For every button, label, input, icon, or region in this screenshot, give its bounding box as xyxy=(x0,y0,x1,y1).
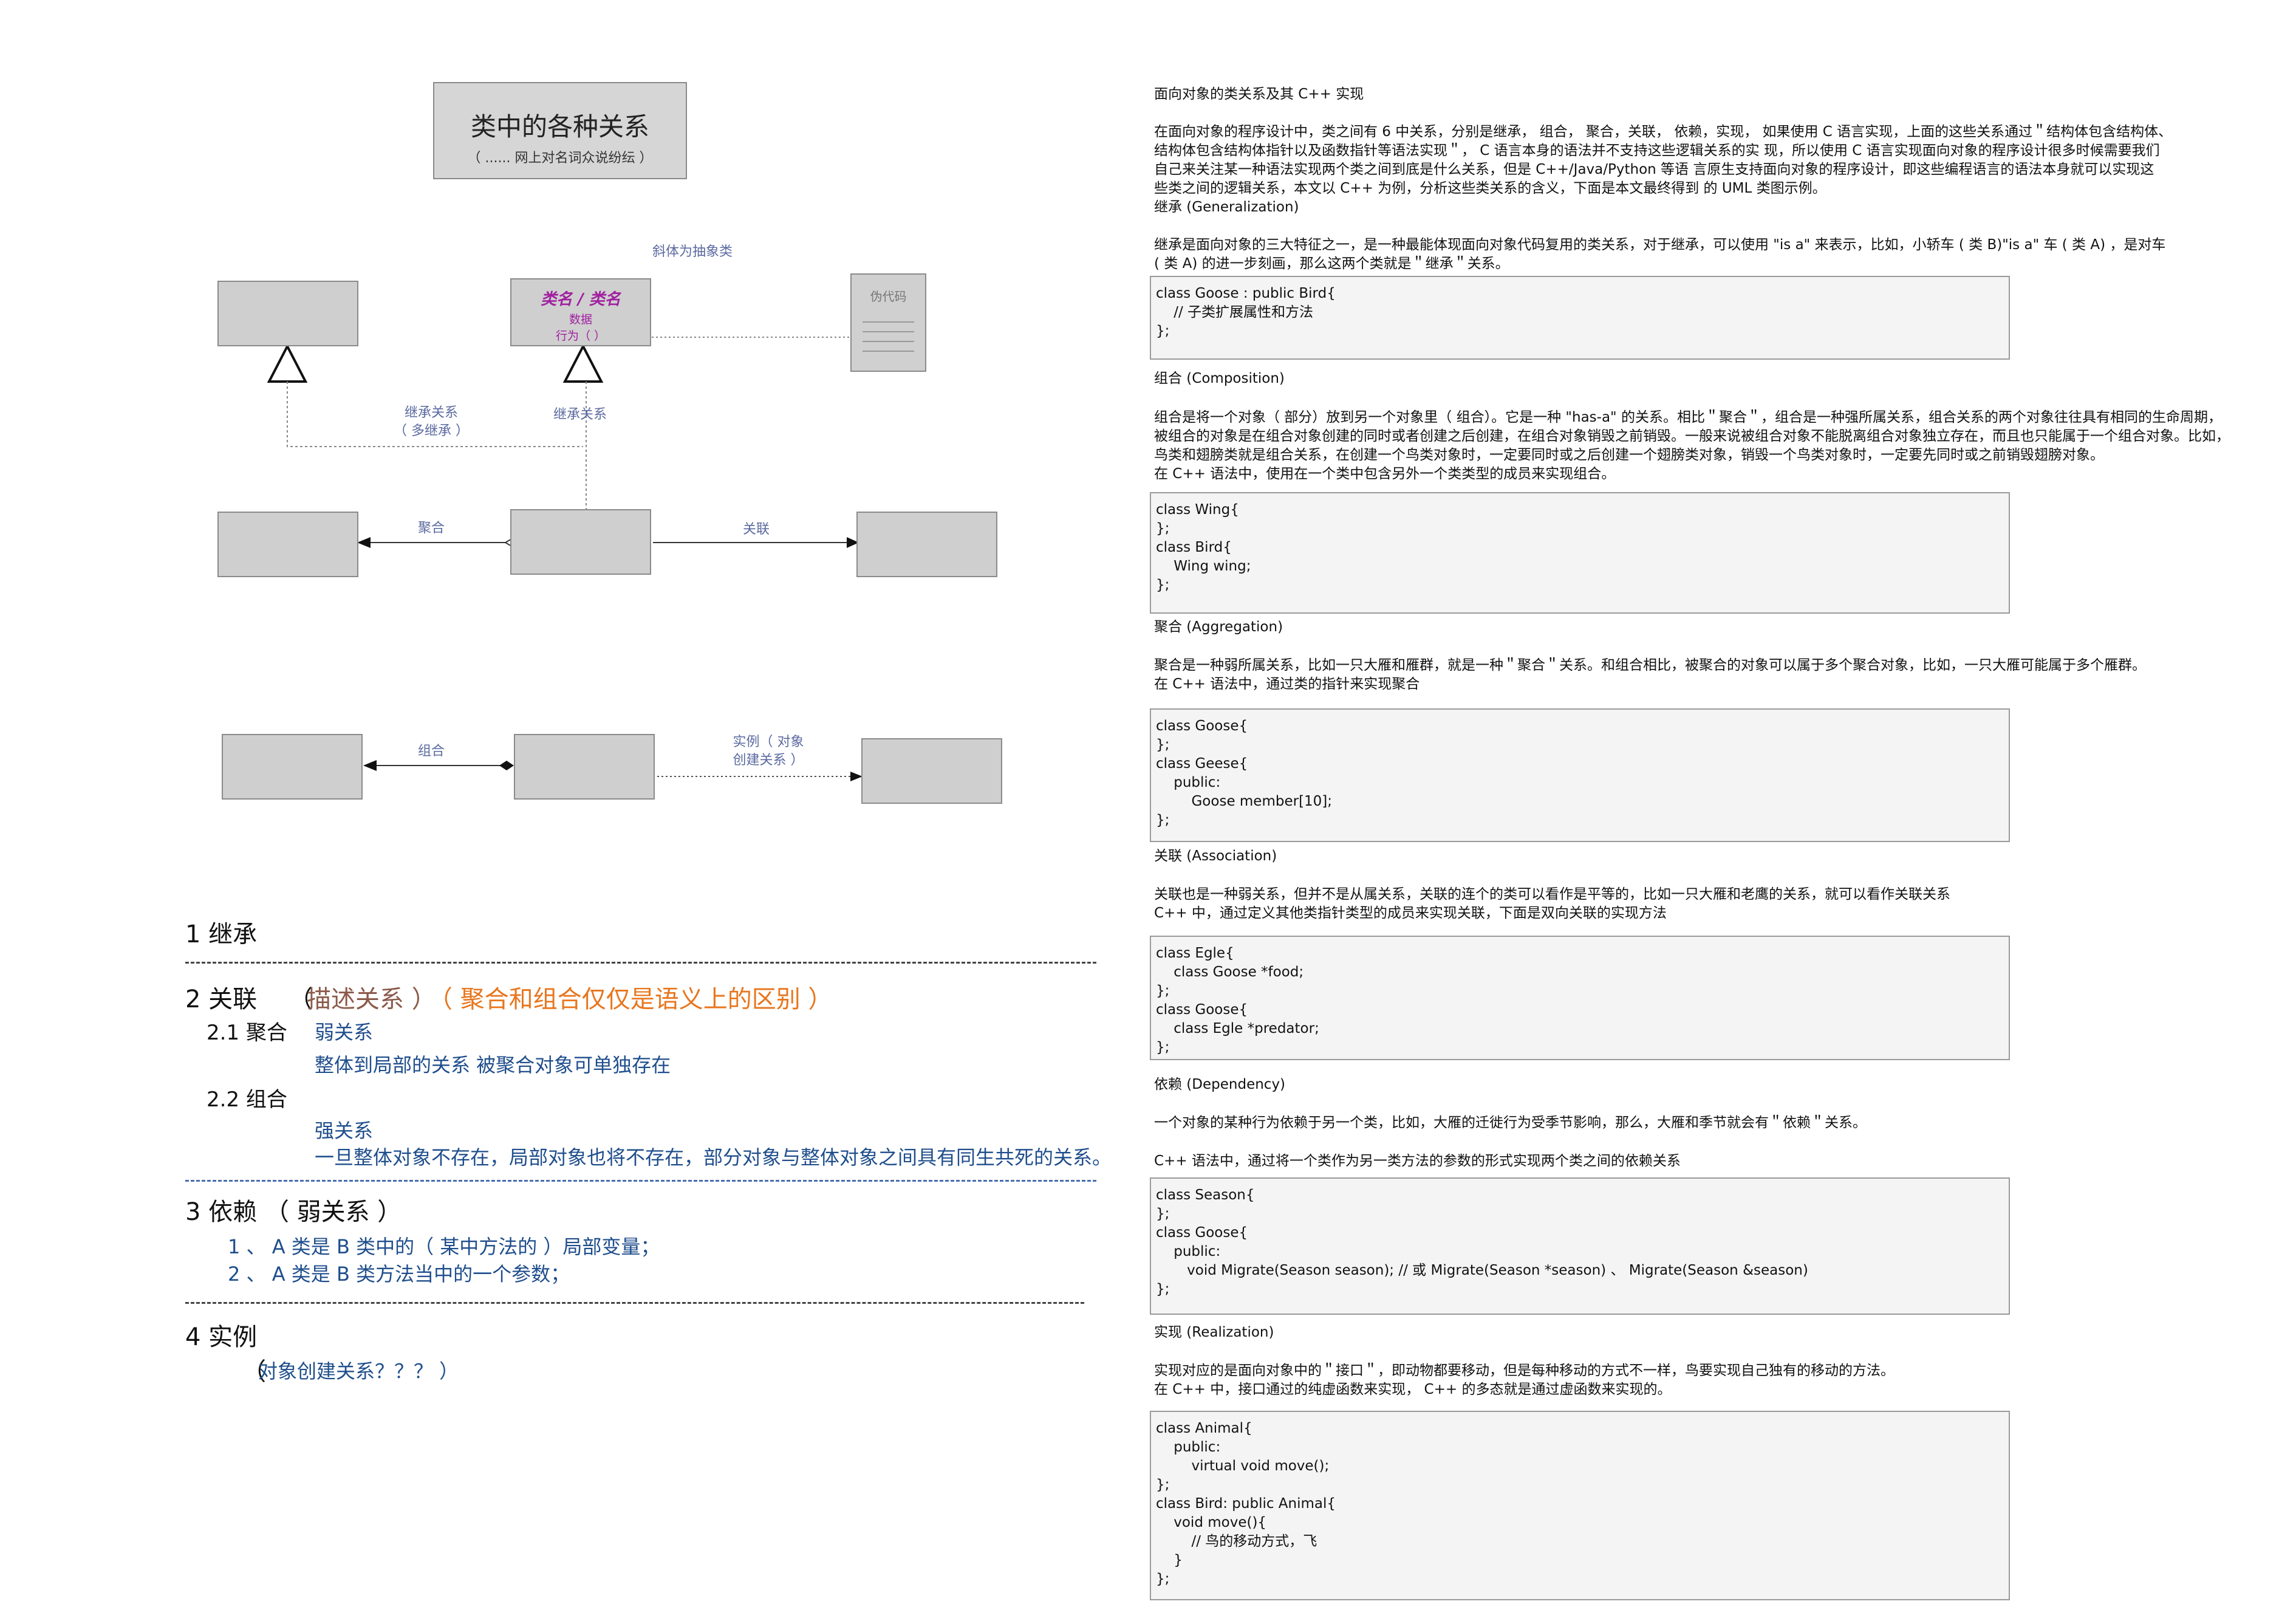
class-box-parent-left xyxy=(217,281,358,346)
association-code: class Egle{ class Goose *food; }; class … xyxy=(1150,936,2010,1060)
summary-instance: 4 实例 xyxy=(185,1323,258,1351)
diagram-title-box: 类中的各种关系 （ ...... 网上对名词众说纷纭 ） xyxy=(433,82,687,179)
label-instance: 实例（ 对象 创建关系 ） xyxy=(733,735,804,768)
label-composition: 组合 xyxy=(417,744,445,759)
class-box-center xyxy=(510,509,651,575)
inherit-code: class Goose : public Bird{ // 子类扩展属性和方法 … xyxy=(1150,276,2010,360)
aggregation-desc: 整体到局部的关系 被聚合对象可单独存在 xyxy=(315,1054,671,1077)
class-box-composite-part xyxy=(222,734,363,800)
class-box-aggregate-part xyxy=(217,512,358,577)
inherit-triangle-left xyxy=(267,343,308,383)
summary-association-note: （ 聚合和组合仅仅是语义上的区别 ） xyxy=(428,985,833,1013)
divider-3 xyxy=(185,1302,1084,1304)
diagram-subtitle: （ ...... 网上对名词众说纷纭 ） xyxy=(467,151,653,166)
article-intro: 在面向对象的程序设计中，类之间有 6 中关系，分别是继承， 组合， 聚合，关联，… xyxy=(1154,124,2173,215)
instance-arrowhead xyxy=(850,772,863,781)
pseudocode-note: 伪代码 xyxy=(850,273,926,372)
inherit-triangle-right xyxy=(562,343,604,383)
aggregation-code: class Goose{ }; class Geese{ public: Goo… xyxy=(1150,708,2010,842)
aggregation-arrowhead xyxy=(357,537,371,548)
association-arrowhead xyxy=(847,537,859,548)
composition-desc: 一旦整体对象不存在，局部对象也将不存在，部分对象与整体对象之间具有同生共死的关系… xyxy=(315,1146,1112,1169)
abstract-class-behavior: 行为（ ） xyxy=(555,329,606,343)
pseudocode-label: 伪代码 xyxy=(870,289,907,304)
dependency-text-1: 一个对象的某种行为依赖于另一个类，比如，大雁的迁徙行为受季节影响，那么，大雁和季… xyxy=(1154,1115,1867,1131)
composition-heading: 组合 (Composition) xyxy=(1154,371,1285,386)
abstract-class-box: 类名 / 类名 数据 行为（ ） xyxy=(510,278,651,346)
label-inherit: 继承关系 xyxy=(553,407,607,422)
aggregation-weak: 弱关系 xyxy=(315,1021,374,1044)
multi-inherit-line xyxy=(287,382,583,447)
class-box-instance xyxy=(861,738,1002,804)
class-box-associated xyxy=(856,512,997,577)
composition-diamond xyxy=(499,761,514,770)
summary-association-desc: 描述关系 ） xyxy=(307,985,436,1013)
dependency-heading: 依赖 (Dependency) xyxy=(1154,1077,1286,1092)
divider-2 xyxy=(185,1180,1096,1182)
summary-association-open: （ xyxy=(289,985,313,1013)
composition-text: 组合是将一个对象（ 部分）放到另一个对象里（ 组合）。它是一种 "has-a" … xyxy=(1154,409,2230,482)
diagram-title: 类中的各种关系 xyxy=(470,112,649,142)
summary-aggregation: 2.1 聚合 xyxy=(207,1021,287,1045)
realization-text: 实现对应的是面向对象中的＂接口＂，即动物都要移动，但是每种移动的方式不一样，鸟要… xyxy=(1154,1363,1895,1397)
summary-instance-open: （ xyxy=(242,1358,266,1386)
realization-heading: 实现 (Realization) xyxy=(1154,1324,1274,1340)
abstract-class-data: 数据 xyxy=(569,313,592,326)
divider-1 xyxy=(185,962,1096,964)
label-multi-inherit: 继承关系 （ 多继承 ） xyxy=(394,405,469,439)
composition-strong: 强关系 xyxy=(315,1119,374,1142)
aggregation-text: 聚合是一种弱所属关系，比如一只大雁和雁群，就是一种＂聚合＂关系。和组合相比，被聚… xyxy=(1154,657,2146,692)
summary-inherit: 1 继承 xyxy=(185,920,258,948)
realization-code: class Animal{ public: virtual void move(… xyxy=(1150,1411,2010,1600)
abstract-class-name: 类名 / 类名 xyxy=(541,290,621,309)
association-heading: 关联 (Association) xyxy=(1154,848,1277,864)
abstract-note: 斜体为抽象类 xyxy=(652,244,733,259)
aggregation-heading: 聚合 (Aggregation) xyxy=(1154,619,1283,635)
composition-code: class Wing{ }; class Bird{ Wing wing; }; xyxy=(1150,492,2010,614)
dependency-case-1: 1 、 A 类是 B 类中的（ 某中方法的 ）局部变量； xyxy=(228,1235,660,1258)
article-heading: 面向对象的类关系及其 C++ 实现 xyxy=(1154,86,1364,102)
class-box-composite-whole xyxy=(514,734,655,800)
relationship-lines xyxy=(267,333,863,781)
summary-dependency: 3 依赖 （ 弱关系 ） xyxy=(185,1198,402,1226)
association-text: 关联也是一种弱关系，但并不是从属关系，关联的连个的类可以看作是平等的，比如一只大… xyxy=(1154,886,1950,921)
inherit-text: 继承是面向对象的三大特征之一，是一种最能体现面向对象代码复用的类关系，对于继承，… xyxy=(1154,237,2166,272)
label-aggregation: 聚合 xyxy=(417,521,445,536)
summary-association: 2 关联 xyxy=(185,985,258,1013)
dependency-text-2: C++ 语法中，通过将一个类作为另一类方法的参数的形式实现两个类之间的依赖关系 xyxy=(1154,1153,1681,1169)
composition-arrowhead xyxy=(363,760,377,771)
instance-desc: 对象创建关系？？？ ） xyxy=(258,1360,459,1383)
dependency-case-2: 2 、 A 类是 B 类方法当中的一个参数； xyxy=(228,1263,570,1286)
dependency-code: class Season{ }; class Goose{ public: vo… xyxy=(1150,1177,2010,1315)
label-association: 关联 xyxy=(742,522,770,537)
summary-composition: 2.2 组合 xyxy=(207,1088,287,1112)
